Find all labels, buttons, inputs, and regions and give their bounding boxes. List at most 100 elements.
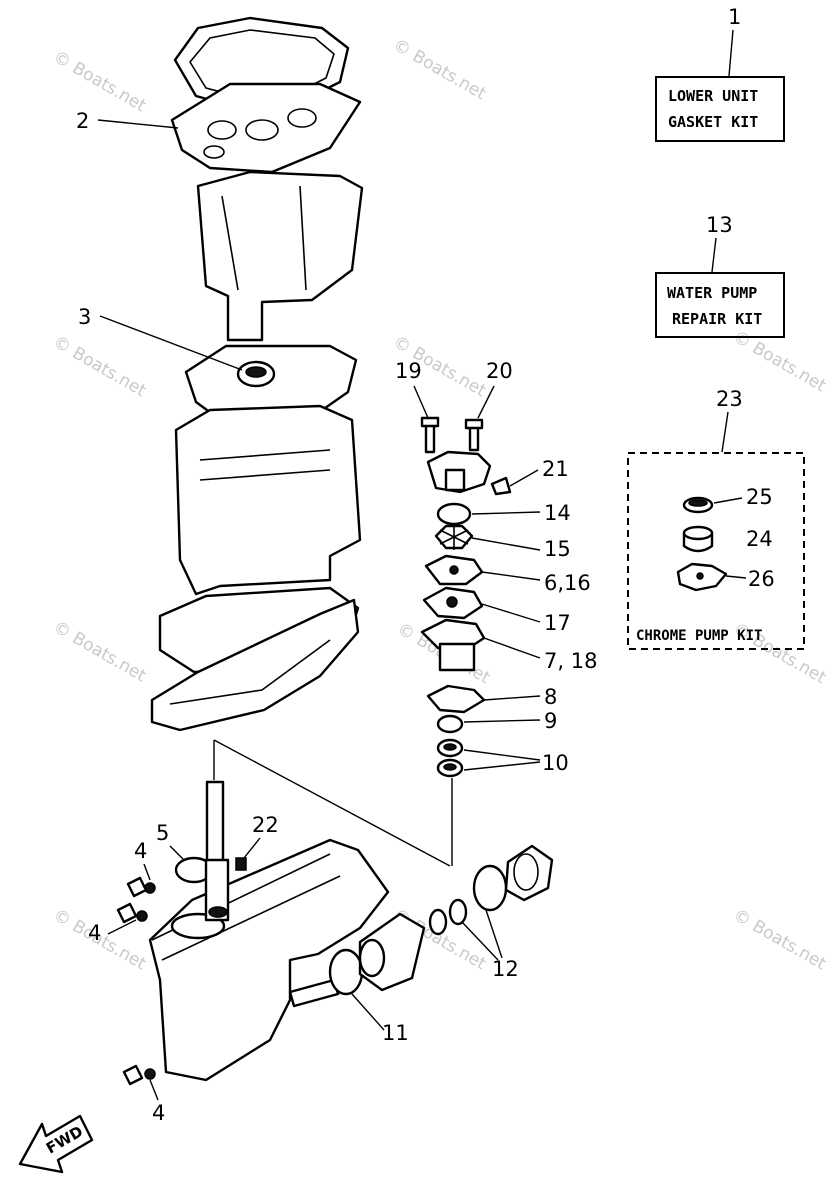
washer-4c: [144, 1068, 156, 1080]
leader-line: [483, 637, 541, 659]
upper-gaskets: 2: [76, 16, 362, 174]
seal-3-hole: [245, 366, 267, 378]
callout-number-23: 23: [716, 387, 743, 411]
leader-line: [149, 1079, 159, 1101]
leader-line: [471, 537, 541, 551]
bolt-19-head: [420, 416, 440, 428]
grommet-21: [490, 476, 512, 496]
seal-housing-inner: [513, 853, 539, 891]
callout-20: 20: [486, 359, 513, 383]
kit-label-line2: REPAIR KIT: [672, 310, 762, 328]
upper-case-detail: [199, 449, 331, 481]
kit-label-line2: GASKET KIT: [668, 113, 758, 131]
leader-line: [713, 497, 743, 504]
kit-dashed-box: [627, 452, 805, 650]
insert-14: [436, 502, 472, 526]
oring-11: [328, 948, 364, 996]
leader-line: [413, 385, 429, 419]
leader-line: [725, 575, 747, 579]
impeller-vanes: [439, 524, 469, 550]
chrome-pump-ring-hole: [688, 499, 708, 507]
kit-box: [655, 76, 785, 142]
callout-12: 12: [492, 957, 519, 981]
watermark: © Boats.net: [50, 617, 150, 686]
leader-line: [483, 695, 541, 701]
gasket-port: [203, 145, 225, 159]
leader-line: [143, 863, 151, 881]
washer-12b: [472, 864, 508, 912]
leader-line: [243, 837, 261, 859]
lower-gearcase: 5 22 4 4 4: [88, 813, 390, 1125]
callout-4b: 4: [88, 921, 101, 945]
callout-number-1: 1: [728, 5, 741, 29]
callout-10: 10: [542, 751, 569, 775]
watermark: © Boats.net: [50, 332, 150, 401]
watermark: © Boats.net: [390, 35, 490, 104]
bearing-housing-bore: [358, 938, 386, 978]
callout-5: 5: [156, 821, 169, 845]
exhaust-housing-detail: [221, 185, 307, 291]
shaft-sleeve: [204, 858, 230, 922]
screw-4c: [122, 1064, 144, 1086]
callout-15: 15: [544, 537, 571, 561]
washer-12a: [448, 898, 468, 926]
screw-4a: [126, 876, 148, 898]
callout-19: 19: [395, 359, 422, 383]
pump-housing-neck: [444, 468, 466, 492]
gasket-port: [245, 119, 279, 141]
callout-17: 17: [544, 611, 571, 635]
bolt-20-head: [464, 418, 484, 430]
lower-gasket-detail: [169, 639, 331, 705]
chrome-pump-kit: 23 CHROME PUMP KIT 25 24 26: [627, 387, 805, 650]
lower-gasket-plate: [150, 598, 360, 732]
kit-label-line1: WATER PUMP: [667, 284, 757, 302]
leader-line: [711, 237, 717, 273]
leader-line: [461, 921, 499, 961]
callout-25: 25: [746, 485, 773, 509]
gasket-port: [207, 120, 237, 140]
leader-line: [463, 761, 541, 771]
callout-21: 21: [542, 457, 569, 481]
seal-hole: [443, 763, 457, 771]
propeller-shaft: [288, 978, 340, 1008]
upper-casing: 3: [78, 170, 364, 732]
kit-box: [655, 272, 785, 338]
leader-line: [481, 603, 541, 623]
washer-4b: [136, 910, 148, 922]
leader-line: [477, 385, 495, 419]
leader-line: [721, 411, 729, 453]
guide-line: [213, 739, 451, 867]
plate-hole: [446, 596, 458, 608]
middle-gasket: [170, 82, 362, 174]
propeller-parts: 11 12: [328, 844, 554, 1045]
leader-line: [107, 919, 137, 935]
washer-4a: [144, 882, 156, 894]
leader-line: [463, 719, 541, 723]
leader-line: [463, 749, 541, 761]
callout-22: 22: [252, 813, 279, 837]
callout-4a: 4: [134, 839, 147, 863]
callout-7-18: 7, 18: [544, 649, 597, 673]
bearing: [428, 908, 448, 936]
gasket-port: [287, 108, 317, 128]
leader-line: [485, 909, 503, 959]
bolt-20: [468, 424, 480, 452]
callout-14: 14: [544, 501, 571, 525]
leader-line: [481, 571, 541, 581]
plate-hole: [696, 572, 704, 580]
key-9: [436, 714, 464, 734]
kit-title: CHROME PUMP KIT: [636, 628, 762, 644]
fwd-arrow-shape: [18, 1114, 94, 1174]
callout-11: 11: [382, 1021, 409, 1045]
chrome-pump-housing-top: [682, 525, 714, 541]
seal-hole: [443, 743, 457, 751]
lower-unit-gasket-kit: 1 LOWER UNIT GASKET KIT: [655, 5, 785, 142]
pin-22: [235, 857, 247, 871]
exhaust-housing: [196, 170, 364, 342]
leader-line: [728, 29, 734, 77]
leader-line: [471, 511, 541, 515]
callout-8: 8: [544, 685, 557, 709]
kit-label-line1: LOWER UNIT: [668, 87, 758, 105]
shaft-sleeve-cap: [208, 906, 228, 918]
